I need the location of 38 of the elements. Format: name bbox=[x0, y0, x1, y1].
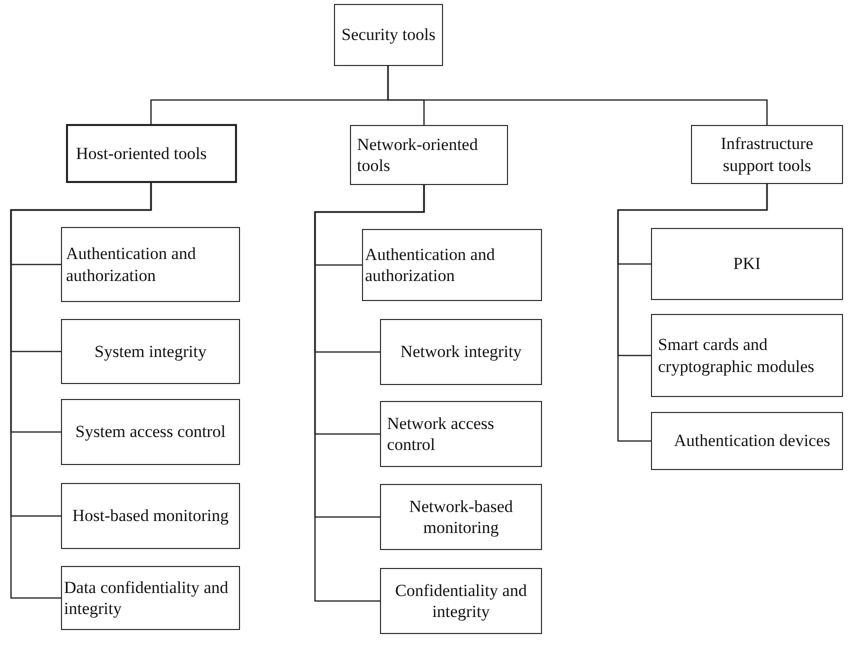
box-label: Network-oriented tools bbox=[357, 134, 479, 176]
connector-line bbox=[314, 185, 425, 602]
box bbox=[66, 124, 237, 183]
box bbox=[380, 484, 542, 550]
box-label: System access control bbox=[75, 421, 226, 443]
box-label: Confidentiality and integrity bbox=[394, 580, 528, 622]
box-label: Security tools bbox=[342, 24, 436, 46]
box-label: Network integrity bbox=[400, 341, 522, 363]
box-label: Authentication and authorization bbox=[365, 244, 496, 286]
box-label: Smart cards and cryptographic modules bbox=[658, 334, 816, 377]
box bbox=[61, 319, 240, 384]
box bbox=[651, 314, 843, 397]
box bbox=[651, 228, 843, 300]
box-label: Authentication and authorization bbox=[66, 243, 197, 286]
box-label: Host-oriented tools bbox=[76, 142, 207, 164]
box bbox=[350, 125, 508, 185]
box bbox=[61, 483, 240, 549]
box bbox=[651, 412, 843, 470]
box bbox=[61, 566, 240, 630]
box bbox=[61, 227, 240, 302]
box-label: Network-based monitoring bbox=[408, 496, 514, 538]
box bbox=[334, 4, 443, 66]
connector-line bbox=[617, 184, 768, 442]
box-label: Infrastructure support tools bbox=[720, 133, 814, 176]
box-label: Authentication devices bbox=[674, 430, 830, 452]
connector-line bbox=[387, 66, 768, 125]
box bbox=[380, 568, 542, 634]
box bbox=[691, 125, 843, 184]
box bbox=[380, 401, 542, 467]
box-label: System integrity bbox=[94, 340, 206, 362]
box-label: PKI bbox=[733, 253, 761, 275]
box bbox=[362, 229, 542, 301]
box bbox=[61, 399, 240, 465]
box bbox=[380, 319, 542, 385]
connector-line bbox=[10, 183, 152, 599]
box-label: Data confidentiality and integrity bbox=[64, 576, 230, 620]
box-label: Host-based monitoring bbox=[72, 505, 229, 527]
box-label: Network access control bbox=[387, 412, 496, 456]
